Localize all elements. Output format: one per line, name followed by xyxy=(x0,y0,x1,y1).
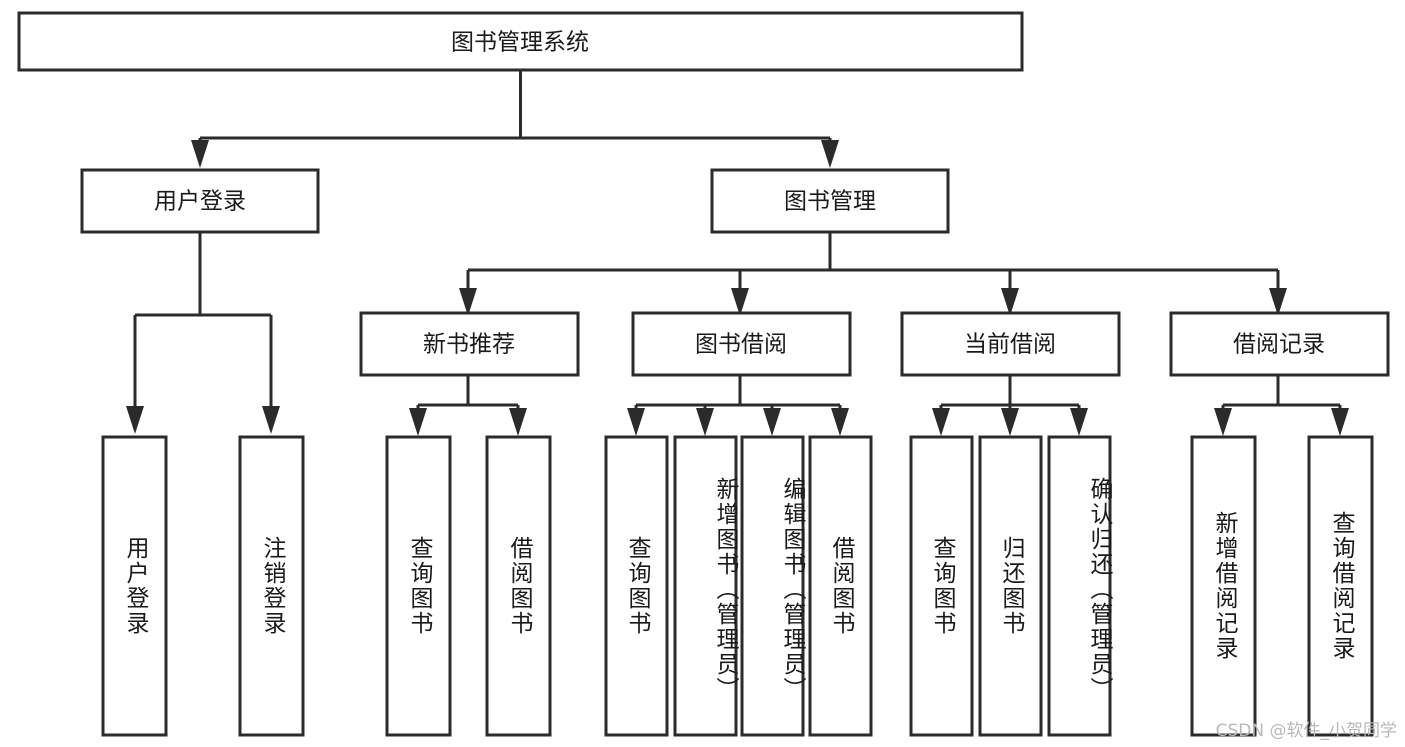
leaf-box-add-book[interactable] xyxy=(673,435,738,737)
leaf-box-query-book-rec[interactable] xyxy=(385,435,452,737)
leaf-box-query-record[interactable] xyxy=(1307,435,1374,737)
node-borrow-record-label: 借阅记录 xyxy=(1233,332,1325,358)
node-new-book-recommend-label: 新书推荐 xyxy=(423,332,515,358)
node-borrow-record[interactable]: 借阅记录 xyxy=(1169,311,1390,377)
leaf-box-confirm-return[interactable] xyxy=(1047,435,1112,737)
connector-root-to-level2 xyxy=(198,70,832,160)
leaf-box-query-book-cur[interactable] xyxy=(909,435,974,737)
connector-current-borrow-to-leaves xyxy=(939,375,1081,412)
connector-new-book-recommend-to-leaves xyxy=(416,375,520,412)
connector-layer xyxy=(126,70,1349,436)
leaf-box-query-book-bor[interactable] xyxy=(604,435,669,737)
leaf-box-user-login[interactable] xyxy=(101,435,168,737)
arrow-to-leaf-query-book-bor xyxy=(627,408,645,436)
leaf-box-return-book[interactable] xyxy=(978,435,1043,737)
arrow-to-leaf-confirm-return xyxy=(1070,408,1088,436)
node-root-label: 图书管理系统 xyxy=(451,30,589,56)
leaf-box-edit-book[interactable] xyxy=(740,435,805,737)
arrow-to-user-login xyxy=(191,140,209,168)
arrow-to-leaf-borrow-book-rec xyxy=(509,408,527,436)
leaf-box-add-record[interactable] xyxy=(1190,435,1257,737)
csdn-watermark: CSDN @软件_小贺同学 xyxy=(1215,721,1397,741)
arrow-to-leaf-query-book-cur xyxy=(932,408,950,436)
node-book-management[interactable]: 图书管理 xyxy=(710,168,950,234)
leaf-box-borrow-book-bor[interactable] xyxy=(808,435,873,737)
arrow-to-leaf-query-record xyxy=(1331,408,1349,436)
arrow-to-leaf-user-login xyxy=(126,406,144,434)
arrow-to-leaf-return-book xyxy=(1001,408,1019,436)
connector-user-login-to-leaves xyxy=(133,232,273,408)
node-layer: 图书管理系统 用户登录 图书管理 新书推荐 图书借阅 xyxy=(17,11,1390,737)
arrow-to-leaf-add-record xyxy=(1214,408,1232,436)
leaf-box-logout-login[interactable] xyxy=(238,435,305,737)
connector-borrow-record-to-leaves xyxy=(1221,375,1342,412)
node-new-book-recommend[interactable]: 新书推荐 xyxy=(359,311,580,377)
connector-book-borrow-to-leaves xyxy=(634,375,842,412)
arrow-to-leaf-borrow-book-bor xyxy=(831,408,849,436)
arrow-to-leaf-logout-login xyxy=(262,406,280,434)
arrow-to-leaf-edit-book xyxy=(763,408,781,436)
node-root[interactable]: 图书管理系统 xyxy=(17,11,1024,72)
connector-book-management-to-level3 xyxy=(466,232,1280,292)
leaf-box-borrow-book-rec[interactable] xyxy=(485,435,552,737)
arrow-to-leaf-query-book-rec xyxy=(409,408,427,436)
node-book-borrow[interactable]: 图书借阅 xyxy=(631,311,852,377)
arrow-to-book-management xyxy=(821,140,839,168)
node-book-management-label: 图书管理 xyxy=(784,189,876,215)
node-user-login-label: 用户登录 xyxy=(154,189,246,215)
arrow-to-leaf-add-book xyxy=(696,408,714,436)
node-user-login[interactable]: 用户登录 xyxy=(80,168,320,234)
node-book-borrow-label: 图书借阅 xyxy=(695,332,787,358)
node-current-borrow[interactable]: 当前借阅 xyxy=(900,311,1121,377)
leaf-box-group xyxy=(101,435,1374,737)
node-current-borrow-label: 当前借阅 xyxy=(964,332,1056,358)
